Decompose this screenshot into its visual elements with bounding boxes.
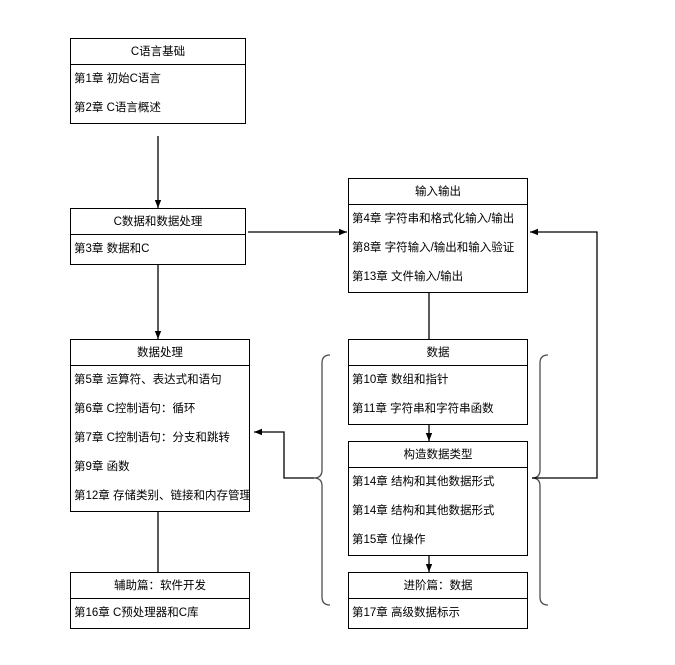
node-row: 第5章 运算符、表达式和语句 (74, 374, 222, 386)
node-title: 构造数据类型 (349, 442, 527, 468)
node-title: 输入输出 (349, 179, 527, 205)
node-row: 第9章 函数 (74, 461, 130, 473)
node-data-processing[interactable]: 数据处理 第5章 运算符、表达式和语句 第6章 C控制语句：循环 第7章 C控制… (70, 339, 250, 512)
node-row: 第13章 文件输入/输出 (352, 271, 464, 283)
node-row: 第17章 高级数据标示 (352, 607, 460, 619)
node-body: 第5章 运算符、表达式和语句 第6章 C控制语句：循环 第7章 C控制语句：分支… (71, 366, 249, 511)
node-body: 第17章 高级数据标示 (349, 599, 527, 628)
node-row: 第3章 数据和C (74, 243, 150, 255)
node-constructed-data-types[interactable]: 构造数据类型 第14章 结构和其他数据形式 第14章 结构和其他数据形式 第15… (348, 441, 528, 556)
node-input-output[interactable]: 输入输出 第4章 字符串和格式化输入/输出 第8章 字符输入/输出和输入验证 第… (348, 178, 528, 293)
node-c-basics[interactable]: C语言基础 第1章 初始C语言 第2章 C语言概述 (70, 38, 246, 124)
edge-left-group-to-processing (254, 428, 314, 479)
node-row: 第7章 C控制语句：分支和跳转 (74, 432, 230, 444)
node-title: 数据处理 (71, 340, 249, 366)
node-row: 第14章 结构和其他数据形式 (352, 476, 495, 488)
node-body: 第16章 C预处理器和C库 (71, 599, 249, 628)
node-row: 第6章 C控制语句：循环 (74, 403, 196, 415)
node-data[interactable]: 数据 第10章 数组和指针 第11章 字符串和字符串函数 (348, 339, 528, 425)
node-auxiliary-software-dev[interactable]: 辅助篇：软件开发 第16章 C预处理器和C库 (70, 572, 250, 629)
node-row: 第2章 C语言概述 (74, 102, 161, 114)
node-row: 第8章 字符输入/输出和输入验证 (352, 242, 515, 254)
left-group-brace (313, 354, 331, 606)
node-row: 第12章 存储类别、链接和内存管理 (74, 490, 249, 502)
node-c-data-and-processing[interactable]: C数据和数据处理 第3章 数据和C (70, 208, 246, 265)
node-row: 第14章 结构和其他数据形式 (352, 505, 495, 517)
node-row: 第11章 字符串和字符串函数 (352, 403, 494, 415)
node-row: 第1章 初始C语言 (74, 73, 161, 85)
node-row: 第16章 C预处理器和C库 (74, 607, 199, 619)
right-group-brace (531, 354, 549, 606)
node-title: 进阶篇：数据 (349, 573, 527, 599)
node-body: 第4章 字符串和格式化输入/输出 第8章 字符输入/输出和输入验证 第13章 文… (349, 205, 527, 292)
node-row: 第4章 字符串和格式化输入/输出 (352, 213, 515, 225)
node-row: 第15章 位操作 (352, 534, 426, 546)
node-row: 第10章 数组和指针 (352, 374, 449, 386)
node-body: 第10章 数组和指针 第11章 字符串和字符串函数 (349, 366, 527, 424)
node-title: 数据 (349, 340, 527, 366)
node-title: 辅助篇：软件开发 (71, 573, 249, 599)
edge-right-group-to-io (530, 228, 598, 479)
node-title: C语言基础 (71, 39, 245, 65)
node-body: 第1章 初始C语言 第2章 C语言概述 (71, 65, 245, 123)
node-advanced-data[interactable]: 进阶篇：数据 第17章 高级数据标示 (348, 572, 528, 629)
node-body: 第3章 数据和C (71, 235, 245, 264)
node-body: 第14章 结构和其他数据形式 第14章 结构和其他数据形式 第15章 位操作 (349, 468, 527, 555)
node-title: C数据和数据处理 (71, 209, 245, 235)
